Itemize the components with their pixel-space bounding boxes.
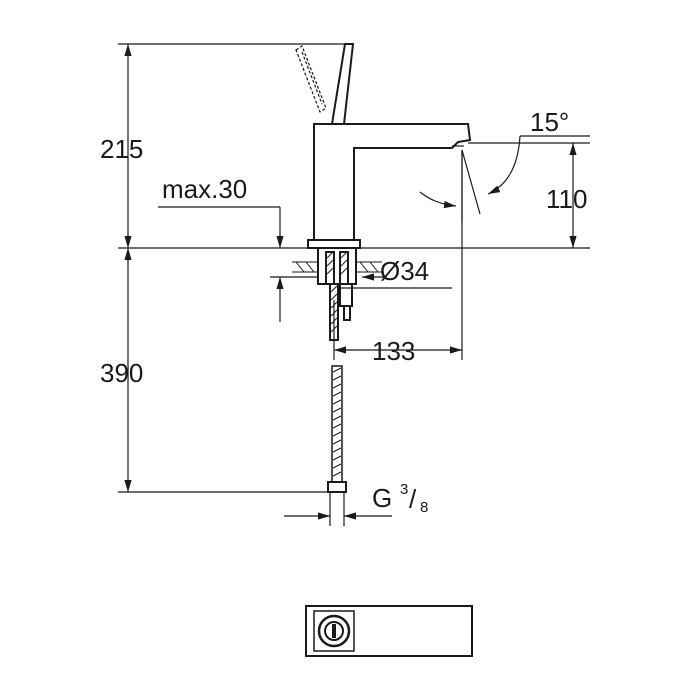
mounting-assembly bbox=[292, 247, 382, 341]
top-view bbox=[305, 605, 473, 657]
dimension-connection-sup: 3 bbox=[400, 481, 408, 498]
dimension-390: 390 bbox=[100, 248, 333, 493]
dimension-connection-base: G bbox=[372, 483, 392, 513]
dimension-angle: 15° bbox=[419, 107, 590, 222]
dimension-max30: max.30 bbox=[158, 174, 320, 322]
dimension-215: 215 bbox=[100, 43, 352, 248]
lever-alt-position bbox=[295, 45, 327, 113]
dimension-angle-label: 15° bbox=[530, 107, 569, 137]
dimension-110-label: 110 bbox=[546, 184, 587, 214]
dimension-connection-sub: 8 bbox=[420, 499, 428, 516]
dimension-diameter: Ø34 bbox=[340, 256, 452, 289]
dimension-390-label: 390 bbox=[100, 358, 143, 388]
dimension-133: 133 bbox=[333, 150, 463, 366]
dimension-max30-label: max.30 bbox=[162, 174, 247, 204]
hose bbox=[327, 365, 347, 493]
dimension-133-label: 133 bbox=[372, 336, 415, 366]
dimension-215-label: 215 bbox=[100, 134, 143, 164]
dimension-110: 110 bbox=[468, 142, 590, 248]
dimension-connection-slash: / bbox=[409, 484, 417, 514]
dimension-diameter-label: Ø34 bbox=[380, 256, 429, 286]
lever bbox=[330, 43, 355, 125]
faucet-body bbox=[307, 123, 472, 249]
dimension-connection: G 3 / 8 bbox=[284, 481, 428, 526]
